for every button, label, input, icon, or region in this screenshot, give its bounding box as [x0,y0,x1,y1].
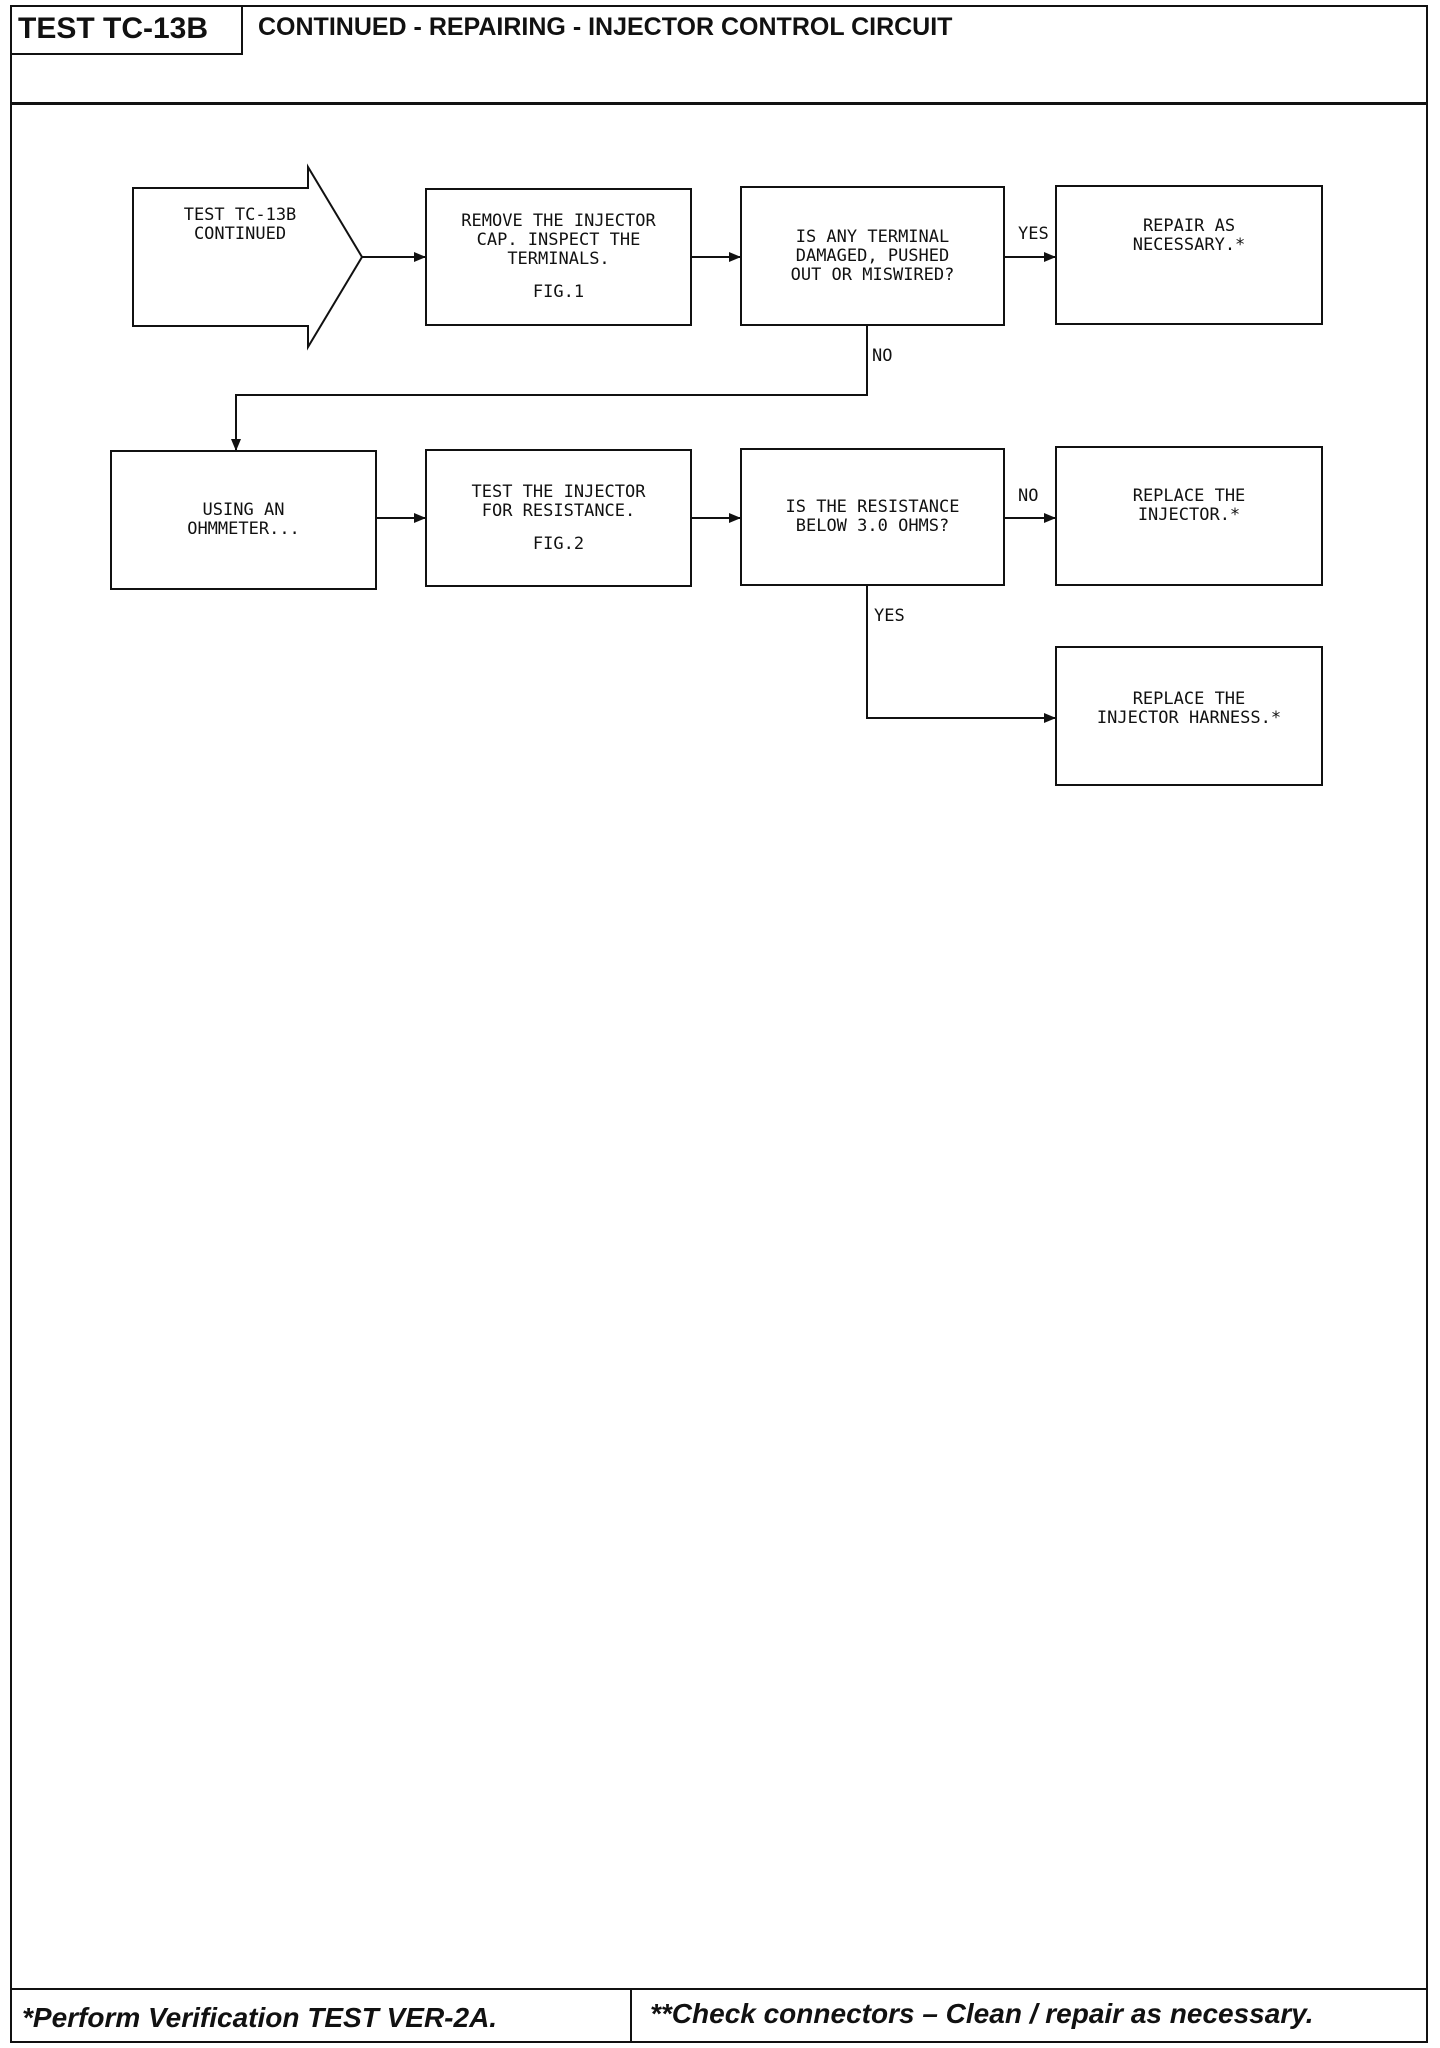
test-id-label: TEST TC-13B [10,5,243,55]
footer-connector-note: **Check connectors – Clean / repair as n… [650,1998,1314,2029]
test-injector-box: TEST THE INJECTOR FOR RESISTANCE. FIG.2 [425,449,692,587]
page-header: TEST TC-13B CONTINUED - REPAIRING - INJE… [10,5,1428,105]
page-title: CONTINUED - REPAIRING - INJECTOR CONTROL… [258,13,953,41]
fig-2-label: FIG.2 [532,533,585,554]
yes-label-2: YES [874,606,905,626]
terminal-question-box: IS ANY TERMINAL DAMAGED, PUSHED OUT OR M… [740,186,1005,326]
connector-no-to-ohmmeter [231,325,868,451]
ohmmeter-text: USING AN OHMMETER... [187,500,300,539]
yes-label-1: YES [1018,224,1049,244]
test-injector-text: TEST THE INJECTOR FOR RESISTANCE. [471,481,646,521]
repair-box: REPAIR AS NECESSARY.* [1055,185,1323,325]
repair-text: REPAIR AS NECESSARY.* [1132,216,1246,255]
remove-cap-box: REMOVE THE INJECTOR CAP. INSPECT THE TER… [425,188,692,326]
footer-verification-note: *Perform Verification TEST VER-2A. [22,2002,498,2033]
remove-cap-text: REMOVE THE INJECTOR CAP. INSPECT THE TER… [461,211,656,269]
terminal-question-text: IS ANY TERMINAL DAMAGED, PUSHED OUT OR M… [790,226,955,285]
entry-arrow-shape [132,163,364,351]
replace-injector-text: REPLACE THE INJECTOR.* [1132,486,1246,525]
page-frame [10,5,1428,2043]
replace-harness-box: REPLACE THE INJECTOR HARNESS.* [1055,646,1323,786]
ohmmeter-box: USING AN OHMMETER... [110,450,377,590]
replace-harness-text: REPLACE THE INJECTOR HARNESS.* [1096,688,1282,728]
entry-label: TEST TC-13B CONTINUED [183,205,297,244]
footer-divider [630,1990,632,2043]
replace-injector-box: REPLACE THE INJECTOR.* [1055,446,1323,586]
no-label-1: NO [872,346,893,366]
no-label-2: NO [1018,486,1039,506]
fig-1-label: FIG.1 [532,282,585,302]
resistance-question-box: IS THE RESISTANCE BELOW 3.0 OHMS? [740,448,1005,586]
page-footer: *Perform Verification TEST VER-2A. **Che… [10,1988,1428,2043]
resistance-question-text: IS THE RESISTANCE BELOW 3.0 OHMS? [785,497,960,536]
connector-yes-to-replace-harness [866,586,1056,723]
